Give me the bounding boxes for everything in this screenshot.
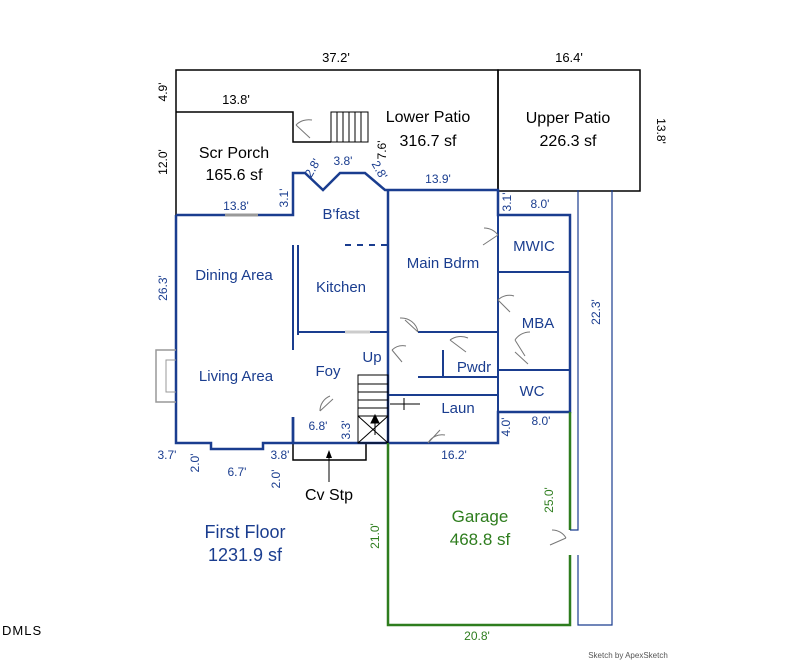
dim-porch-left-top: 4.9' [156, 83, 170, 102]
dim-garage-right: 25.0' [542, 487, 556, 513]
scr-porch-outline [176, 111, 331, 143]
room-cv-stp: Cv Stp [305, 487, 353, 504]
dim-bay-3-8: 3.8' [271, 448, 290, 462]
dim-top-total: 37.2' [322, 50, 350, 65]
dim-bottom-left-a: 3.7' [158, 448, 177, 462]
left-top-wall [176, 190, 295, 217]
exterior-wall [174, 215, 295, 451]
room-main-bdrm: Main Bdrm [407, 255, 480, 272]
interior-stairs [357, 374, 420, 444]
room-garage-sf: 468.8 sf [450, 530, 511, 549]
dim-mwic-top: 8.0' [531, 197, 550, 211]
room-laun: Laun [441, 400, 474, 417]
fireplace [155, 349, 176, 403]
dim-bay-2b: 2.0' [269, 470, 283, 489]
room-pwdr: Pwdr [457, 359, 491, 376]
room-kitchen: Kitchen [316, 279, 366, 296]
room-bfast: B'fast [322, 206, 360, 223]
bay-wall [291, 171, 572, 445]
room-living: Living Area [199, 368, 274, 385]
room-up: Up [362, 349, 381, 366]
side-walkway [570, 190, 613, 626]
dim-porch-bottom: 13.8' [223, 199, 249, 213]
dim-garage-bottom: 20.8' [464, 629, 490, 643]
upper-patio-outline [497, 69, 641, 192]
floor-area: 1231.9 sf [208, 545, 283, 565]
room-lower-patio: Lower Patio [386, 109, 471, 126]
dim-porch-right-wall: 3.1' [277, 189, 291, 208]
dim-patio-left: 7.6' [375, 141, 389, 160]
room-mwic: MWIC [513, 238, 555, 255]
room-upper-patio: Upper Patio [526, 110, 611, 127]
dim-top-upper-patio: 16.4' [555, 50, 583, 65]
garage-walls [386, 412, 572, 627]
dim-laun-bottom: 16.2' [441, 448, 467, 462]
dim-main-height: 22.3' [589, 299, 603, 325]
dim-bay-a: 2.8' [302, 156, 324, 179]
dim-upper-patio-right: 13.8' [654, 118, 668, 144]
dim-bay-2a: 2.0' [188, 454, 202, 473]
dim-patio-bottom: 13.9' [425, 172, 451, 186]
dim-porch-top-inner: 13.8' [222, 92, 250, 107]
mls-logo: DMLS [2, 623, 42, 638]
room-wc: WC [520, 383, 545, 400]
sketch-credit: Sketch by ApexSketch [588, 651, 668, 660]
dim-dining: 26.3' [156, 275, 170, 301]
dim-bay-b: 3.8' [334, 154, 353, 168]
floor-name: First Floor [205, 522, 286, 542]
interior-walls [292, 215, 570, 412]
door-swings [295, 119, 567, 546]
dim-laun-right: 4.0' [499, 418, 513, 437]
porch-stairs [330, 111, 369, 143]
dim-garage-left: 21.0' [368, 523, 382, 549]
room-mba: MBA [522, 315, 555, 332]
dim-bay-6-7: 6.7' [228, 465, 247, 479]
dim-foyer: 6.8' [309, 419, 328, 433]
room-garage: Garage [452, 507, 509, 526]
dim-porch-left: 12.0' [156, 149, 170, 175]
dim-wc-bottom: 8.0' [532, 414, 551, 428]
room-dining: Dining Area [195, 267, 273, 284]
room-upper-patio-sf: 226.3 sf [540, 133, 597, 150]
dim-right-top-step: 3.1' [500, 193, 514, 212]
dim-stoop: 3.3' [339, 421, 353, 440]
exterior-outlines [175, 69, 641, 461]
room-lower-patio-sf: 316.7 sf [400, 133, 457, 150]
room-scr-porch-sf: 165.6 sf [206, 167, 263, 184]
room-foy: Foy [315, 363, 341, 380]
room-scr-porch: Scr Porch [199, 145, 269, 162]
